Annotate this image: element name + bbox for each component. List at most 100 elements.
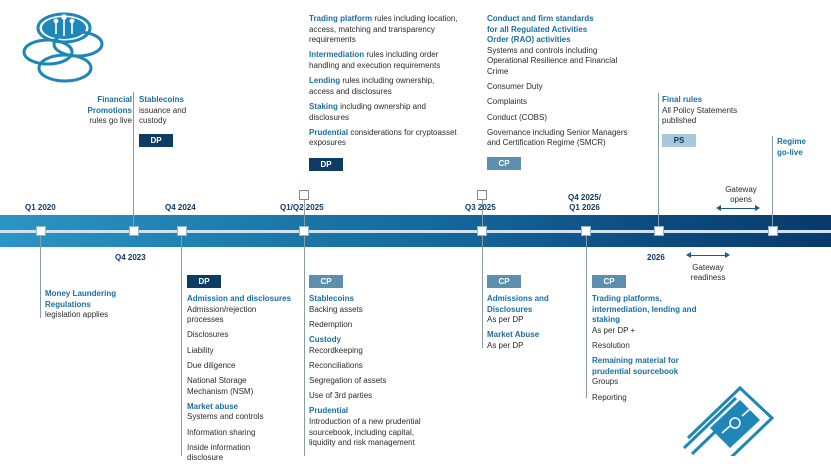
stablecoins-text: issuance and custody: [139, 105, 187, 126]
aml-block: Money Laundering Regulations legislation…: [45, 289, 135, 321]
prudential-item: Prudential considerations for cryptoasse…: [309, 128, 461, 149]
intermediation-heading: Intermediation: [309, 50, 365, 60]
stablecoins-heading: Stablecoins: [309, 294, 354, 303]
q4-2025-block: CP Trading platforms, intermediation, le…: [592, 271, 712, 403]
market-abuse-item: Systems and controls: [187, 412, 264, 422]
admission-heading: Admission and disclosures: [187, 294, 292, 303]
admission-item: Disclosures: [187, 330, 229, 340]
node-q3-2025: [477, 226, 487, 236]
q1q2-2025-block: CP Stablecoins Backing assets Redemption…: [309, 271, 459, 449]
conduct-complaints: Complaints: [487, 97, 528, 107]
final-rules-block: Final rules All Policy Statements publis…: [662, 95, 752, 148]
conduct-consumer: Consumer Duty: [487, 82, 543, 92]
trading-heading: Trading platform: [309, 14, 373, 23]
stablecoins-title: Stablecoins: [139, 95, 184, 104]
remaining-material-item: Groups: [592, 377, 619, 387]
connector: [772, 136, 773, 226]
regime-block: Regime go-live: [777, 137, 827, 158]
custody-item: Recordkeeping: [309, 345, 363, 355]
connector: [482, 196, 483, 226]
trading-text: rules including location, access, matchi…: [309, 14, 458, 45]
dp-badge: DP: [187, 275, 221, 288]
gateway-opens-label: Gateway opens: [725, 185, 757, 204]
market-abuse-item: Inside information disclosure: [187, 442, 251, 463]
intermediation-text: rules including order handling and execu…: [309, 50, 441, 70]
market-abuse-heading: Market Abuse: [487, 330, 540, 340]
remaining-material-heading: Remaining material for prudential source…: [592, 356, 679, 376]
trading-platforms-item: Resolution: [592, 340, 630, 350]
gateway-readiness-arrow: [686, 252, 730, 258]
aml-title: Money Laundering Regulations: [45, 289, 117, 309]
market-abuse-text: As per DP: [487, 340, 524, 350]
admission-item: National Storage Mechanism (NSM): [187, 375, 254, 396]
connector: [482, 236, 483, 348]
stablecoins-item: Backing assets: [309, 304, 363, 314]
connector: [304, 236, 305, 456]
trading-platforms-heading: Trading platforms, intermediation, lendi…: [592, 294, 697, 325]
marker-q3-2025: [477, 190, 487, 200]
label-q3-2025: Q3 2025: [465, 203, 496, 212]
staking-heading: Staking: [309, 101, 338, 111]
label-q4-2023: Q4 2023: [115, 253, 146, 262]
node-q4-2025: [581, 226, 591, 236]
admission-item: Admission/rejection processes: [187, 304, 257, 325]
connector: [586, 236, 587, 398]
node-final: [654, 226, 664, 236]
connector: [304, 196, 305, 226]
remaining-material-item: Reporting: [592, 392, 627, 402]
prudential-heading: Prudential: [309, 406, 349, 416]
admission-item: Due diligence: [187, 360, 236, 370]
staking-item: Staking including ownership and disclosu…: [309, 102, 461, 123]
node-q1q2-2025: [299, 226, 309, 236]
conduct-title: Conduct and firm standards for all Regul…: [487, 14, 594, 45]
label-2026: 2026: [647, 253, 665, 262]
fin-promo-block: Financial Promotions rules go live: [70, 95, 132, 127]
conduct-governance: Governance including Senior Managers and…: [487, 127, 628, 148]
final-rules-title: Final rules: [662, 95, 703, 104]
lending-heading: Lending: [309, 76, 341, 86]
label-q1q2-2025: Q1/Q2 2025: [280, 203, 324, 212]
connector: [133, 92, 134, 226]
lending-item: Lending rules including ownership, acces…: [309, 76, 461, 97]
money-stack-icon: [682, 385, 775, 456]
gateway-opens-arrow: [716, 205, 760, 211]
conduct-cobs: Conduct (COBS): [487, 112, 548, 122]
node-q4-2023: [129, 226, 139, 236]
marker-q1q2-2025: [299, 190, 309, 200]
stablecoins-block: Stablecoins issuance and custody DP: [139, 95, 219, 148]
custody-item: Reconciliations: [309, 360, 363, 370]
prudential-heading: Prudential: [309, 127, 349, 137]
prudential-text: considerations for cryptoasset exposures: [309, 127, 457, 148]
custody-item: Use of 3rd parties: [309, 391, 373, 401]
gateway-readiness-label: Gateway readiness: [690, 263, 726, 282]
intermediation-item: Intermediation rules including order han…: [309, 50, 461, 71]
label-q1-2020: Q1 2020: [25, 203, 56, 212]
coins-circuit-icon: [22, 12, 104, 83]
lending-text: rules including ownership, access and di…: [309, 76, 435, 96]
prudential-text: Introduction of a new prudential sourceb…: [309, 416, 421, 448]
q4-2024-block: DP Admission and disclosures Admission/r…: [187, 271, 299, 464]
admission-item: Liability: [187, 345, 214, 355]
fin-promo-title: Financial Promotions: [87, 95, 132, 115]
node-q4-2024: [177, 226, 187, 236]
final-rules-text: All Policy Statements published: [662, 105, 738, 126]
node-regime: [768, 226, 778, 236]
market-abuse-heading: Market abuse: [187, 401, 239, 411]
cp-badge: CP: [487, 156, 521, 170]
admissions-heading: Admissions and Disclosures: [487, 294, 549, 314]
custody-heading: Custody: [309, 334, 341, 344]
cp-badge: CP: [592, 275, 626, 288]
conduct-block: Conduct and firm standards for all Regul…: [487, 14, 647, 171]
aml-text: legislation applies: [45, 310, 109, 320]
fin-promo-text: rules go live: [89, 116, 132, 126]
cp-badge: CP: [309, 275, 343, 288]
trading-platforms-item: As per DP +: [592, 325, 636, 335]
market-abuse-item: Information sharing: [187, 427, 256, 437]
connector: [181, 236, 182, 456]
node-q1-2020: [36, 226, 46, 236]
label-q4-2025: Q4 2025/ Q1 2026: [568, 193, 601, 212]
timeline-line: [0, 229, 831, 233]
dp-badge: DP: [309, 157, 343, 171]
connector: [658, 93, 659, 226]
trading-item: Trading platform rules including locatio…: [309, 14, 461, 46]
